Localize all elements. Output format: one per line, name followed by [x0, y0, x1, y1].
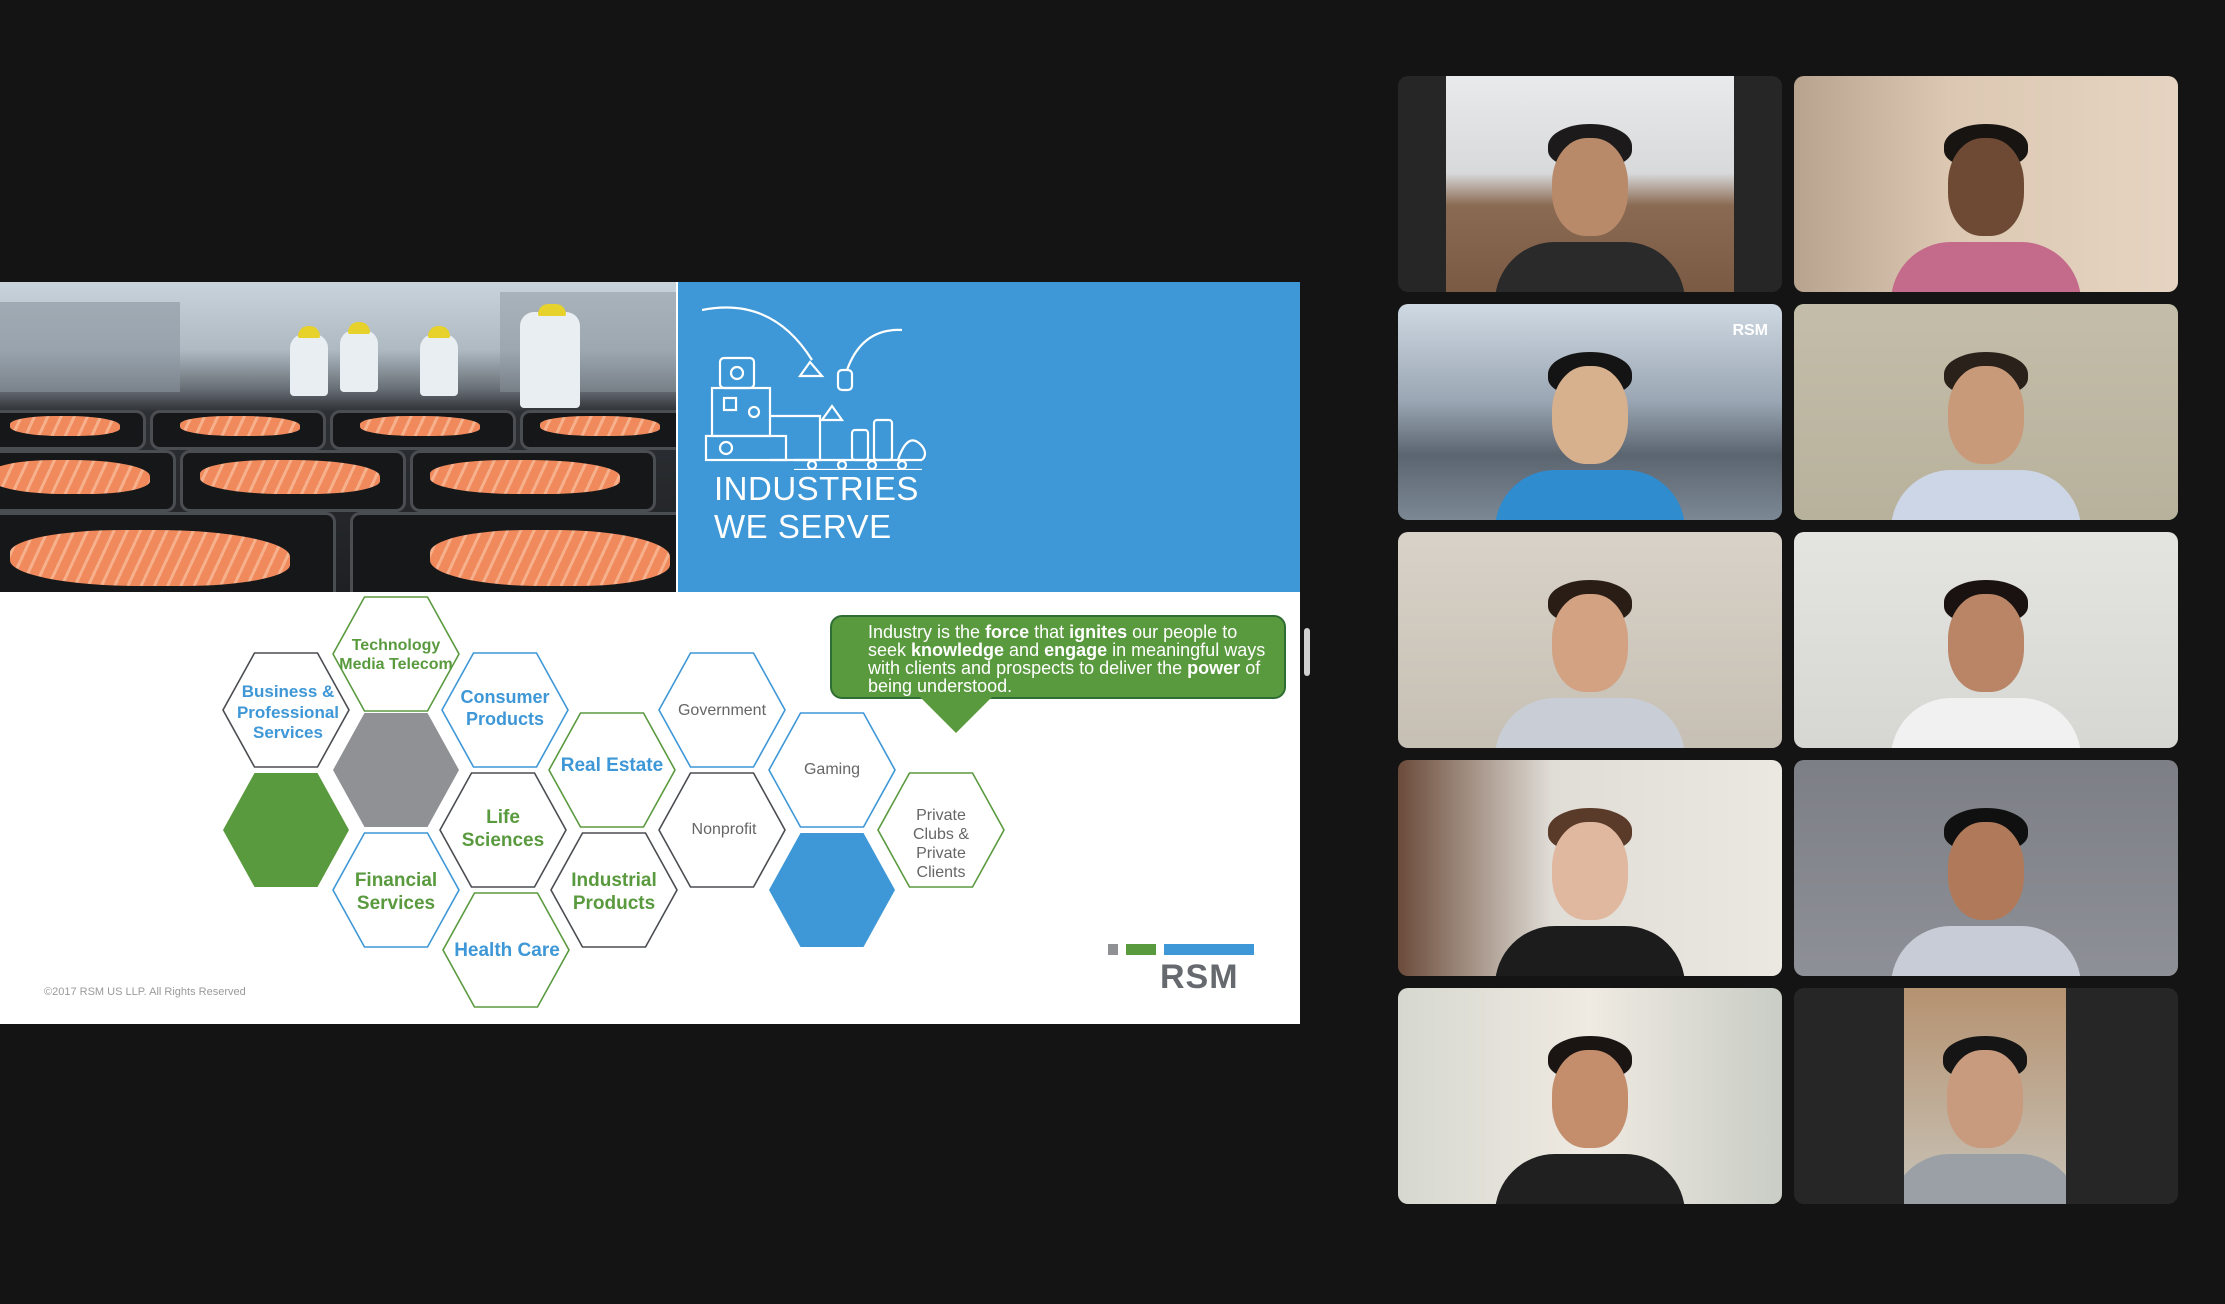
participant-shoulders: [1495, 698, 1685, 748]
participant-shoulders: [1891, 242, 2081, 292]
participant-video-tile[interactable]: [1794, 76, 2178, 292]
participant-video-tile[interactable]: [1794, 304, 2178, 520]
hex-label-life-sciences: Life Sciences: [461, 807, 545, 851]
participant-shoulders: [1904, 1154, 2066, 1204]
participant-shoulders: [1495, 470, 1685, 520]
hex-nonprofit: [658, 772, 786, 888]
participant-shoulders: [1495, 242, 1685, 292]
participant-video: [1398, 760, 1782, 976]
hex-blue-filled: [769, 833, 895, 947]
hex-label-health: Health Care: [454, 939, 560, 961]
participant-video-tile[interactable]: [1794, 988, 2178, 1204]
hex-business: [222, 652, 350, 768]
hex-label-business: Business & Professional Services: [236, 682, 340, 743]
participant-video-tile[interactable]: [1398, 760, 1782, 976]
participant-face: [1552, 822, 1628, 920]
hexagons-layer: [222, 596, 1005, 1008]
participant-shoulders: [1495, 1154, 1685, 1204]
participant-face: [1948, 138, 2024, 236]
hex-technology: [332, 596, 460, 712]
participant-video-tile[interactable]: [1794, 760, 2178, 976]
participant-face: [1948, 822, 2024, 920]
robot-factory-icon: [702, 306, 927, 470]
participant-video-tile[interactable]: RSM: [1398, 304, 1782, 520]
participant-face: [1947, 1050, 2023, 1148]
participant-video: [1904, 988, 2066, 1204]
hex-label-nonprofit: Nonprofit: [691, 821, 757, 839]
hex-label-government: Government: [677, 702, 767, 720]
participant-video: [1794, 76, 2178, 292]
participant-video: [1446, 76, 1734, 292]
hex-government: [658, 652, 786, 768]
participant-video: [1398, 532, 1782, 748]
participant-video-tile[interactable]: [1398, 76, 1782, 292]
participant-face: [1948, 594, 2024, 692]
hex-label-financial: Financial Services: [354, 870, 438, 914]
participant-shoulders: [1495, 926, 1685, 976]
participant-video-tile[interactable]: [1398, 532, 1782, 748]
industries-title-panel: INDUSTRIES WE SERVE: [678, 282, 1300, 592]
share-resize-handle[interactable]: [1304, 628, 1310, 676]
participant-shoulders: [1891, 926, 2081, 976]
participant-video: [1794, 760, 2178, 976]
hex-label-private-clubs: Private Clubs & Private Clients: [912, 806, 970, 882]
hex-financial: [332, 832, 460, 948]
rsm-logo-bars: [1108, 944, 1254, 955]
participant-shoulders: [1891, 470, 2081, 520]
factory-photo: [0, 282, 676, 592]
participant-video: [1398, 304, 1782, 520]
slide-title-line1: INDUSTRIES: [714, 470, 919, 507]
participant-video: [1794, 304, 2178, 520]
hex-label-industrial: Industrial Products: [571, 870, 657, 914]
hex-industrial: [550, 832, 678, 948]
callout-quote: Industry is the force that ignites our p…: [830, 615, 1286, 699]
slide-title: INDUSTRIES WE SERVE: [714, 470, 919, 546]
shared-screen-slide: INDUSTRIES WE SERVE Business & Professio…: [0, 282, 1300, 1024]
hex-green-filled: [223, 773, 349, 887]
participant-face: [1552, 1050, 1628, 1148]
participant-video: [1794, 532, 2178, 748]
hex-label-real-estate: Real Estate: [560, 754, 664, 776]
hex-consumer: [441, 652, 569, 768]
hex-label-consumer: Consumer Products: [460, 687, 550, 729]
virtual-background-logo: RSM: [1732, 322, 1768, 339]
hex-private-clubs: [877, 772, 1005, 888]
participant-face: [1552, 594, 1628, 692]
participant-shoulders: [1891, 698, 2081, 748]
hex-gray-filled: [333, 713, 459, 827]
callout-tail: [920, 697, 992, 733]
hex-life-sciences: [439, 772, 567, 888]
participant-video-tile[interactable]: [1398, 988, 1782, 1204]
hex-label-technology: Technology Media Telecom: [339, 636, 453, 673]
hex-real-estate: [548, 712, 676, 828]
hex-health: [442, 892, 570, 1008]
participant-face: [1552, 138, 1628, 236]
participant-face: [1552, 366, 1628, 464]
participant-video-tile[interactable]: [1794, 532, 2178, 748]
hex-gaming: [768, 712, 896, 828]
participant-face: [1948, 366, 2024, 464]
hex-label-gaming: Gaming: [803, 761, 861, 779]
rsm-logo: RSM: [1160, 958, 1239, 996]
slide-title-line2: WE SERVE: [714, 508, 892, 545]
copyright-text: ©2017 RSM US LLP. All Rights Reserved: [44, 986, 246, 998]
participant-video: [1398, 988, 1782, 1204]
